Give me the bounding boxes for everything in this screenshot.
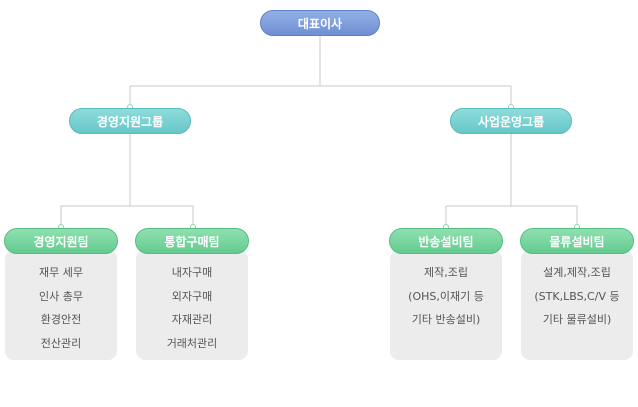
ceo-label: 대표이사: [297, 16, 343, 31]
team-duties-box: 제작,조립 (OHS,이재기 등 기타 반송설비): [390, 250, 502, 360]
duty-line: 환경안전: [40, 313, 82, 326]
ceo-node: 대표이사: [260, 10, 380, 36]
group-node-business-operations: 사업운영그룹: [450, 108, 572, 134]
duty-line: 기타 물류설비): [542, 313, 612, 326]
duty-line: 외자구매: [171, 289, 213, 303]
duty-line: (STK,LBS,C/V 등: [534, 289, 620, 303]
duty-line: 제작,조립: [424, 266, 468, 279]
team-node-integrated-purchasing: 통합구매팀: [135, 228, 249, 254]
group-node-management-support: 경영지원그룹: [69, 108, 191, 134]
duty-line: 인사 총무: [39, 289, 83, 303]
team-node-transfer-equipment: 반송설비팀: [389, 228, 503, 254]
team-label: 경영지원팀: [33, 234, 89, 249]
duty-line: 내자구매: [171, 266, 213, 279]
group-label: 경영지원그룹: [96, 114, 164, 129]
group-label: 사업운영그룹: [477, 114, 545, 129]
duty-line: 기타 반송설비): [411, 313, 481, 326]
team-label: 물류설비팀: [549, 234, 605, 249]
team-duties-box: 내자구매 외자구매 자재관리 거래처관리: [136, 250, 248, 360]
team-node-management-support: 경영지원팀: [4, 228, 118, 254]
duty-line: 설계,제작,조립: [543, 266, 611, 279]
duty-line: 자재관리: [171, 313, 213, 326]
duty-line: 전산관리: [40, 336, 82, 350]
team-duties-box: 설계,제작,조립 (STK,LBS,C/V 등 기타 물류설비): [521, 250, 633, 360]
team-duties-box: 재무 세무 인사 총무 환경안전 전산관리: [5, 250, 117, 360]
team-node-logistics-equipment: 물류설비팀: [520, 228, 634, 254]
team-label: 통합구매팀: [164, 234, 220, 249]
duty-line: 재무 세무: [39, 266, 83, 279]
duty-line: 거래처관리: [166, 336, 218, 350]
team-label: 반송설비팀: [418, 234, 474, 249]
duty-line: (OHS,이재기 등: [408, 289, 484, 303]
